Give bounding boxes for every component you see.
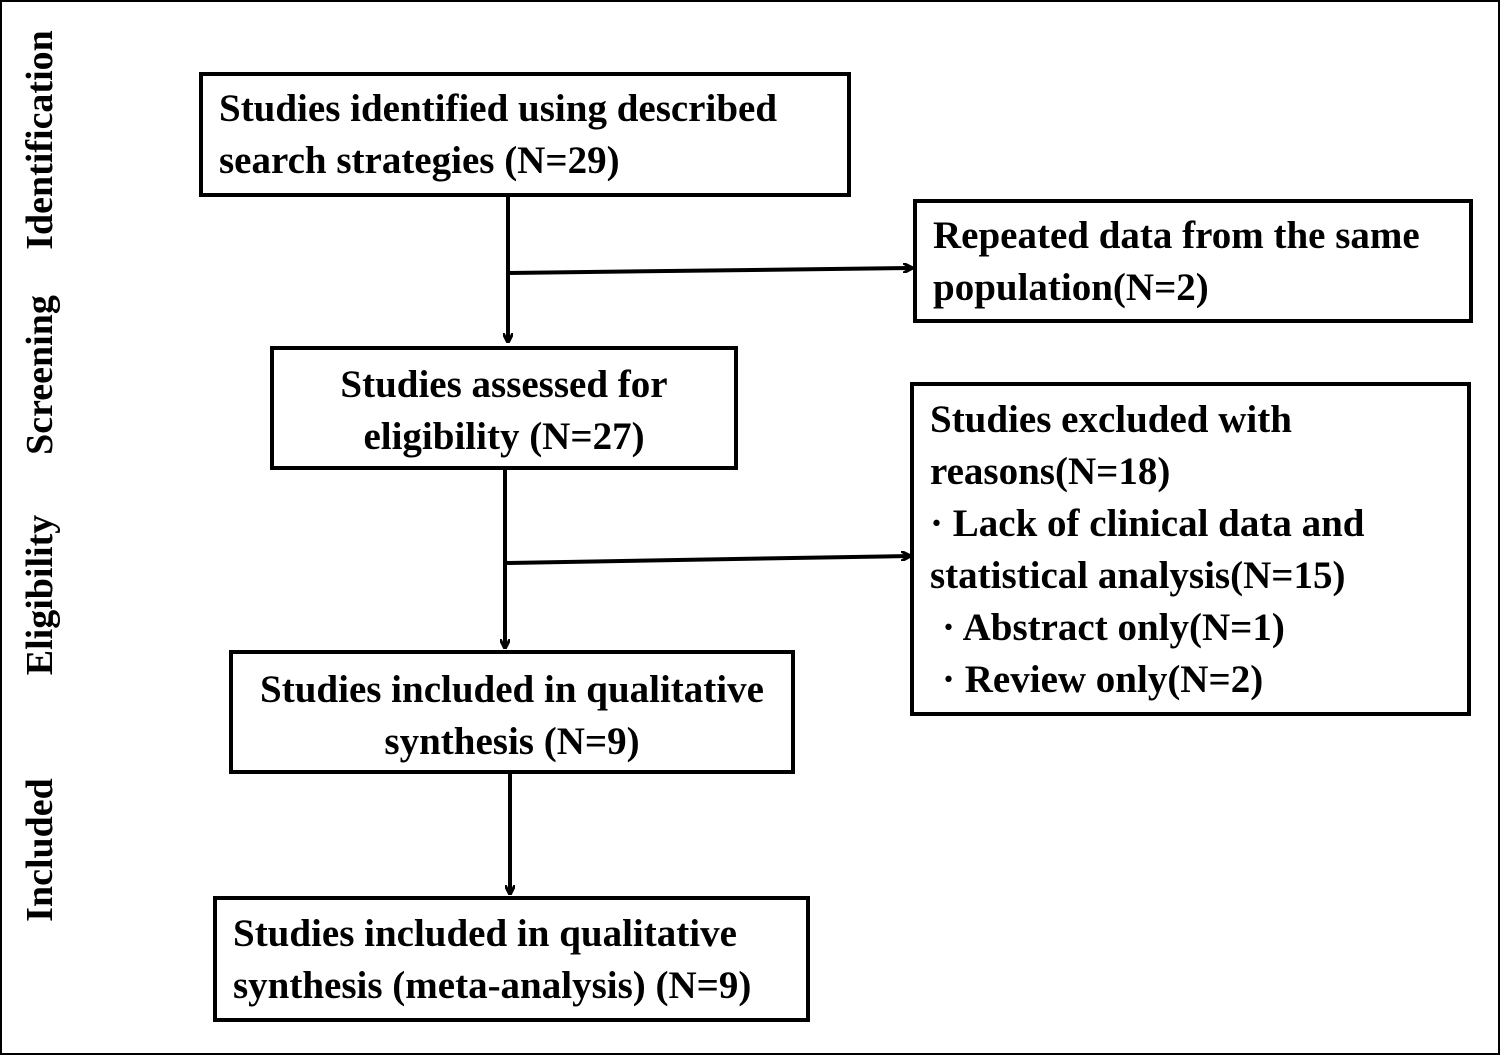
box-meta-analysis-line2: synthesis (meta-analysis) (N=9) bbox=[233, 964, 752, 1007]
box-studies-assessed: Studies assessed for eligibility (N=27) bbox=[270, 346, 738, 470]
box-studies-identified-line2: search strategies (N=29) bbox=[219, 139, 620, 182]
box-repeated-data-line1: Repeated data from the same bbox=[933, 214, 1420, 257]
box-repeated-data: Repeated data from the same population(N… bbox=[913, 199, 1473, 323]
box-qualitative-synthesis: Studies included in qualitative synthesi… bbox=[229, 650, 795, 774]
stage-label-identification: Identification bbox=[19, 30, 61, 250]
box-studies-identified: Studies identified using described searc… bbox=[199, 72, 851, 197]
box-studies-identified-line1: Studies identified using described bbox=[219, 87, 778, 130]
arrow-to-excluded bbox=[504, 556, 910, 565]
box-meta-analysis-line1: Studies included in qualitative bbox=[233, 912, 737, 955]
stage-label-included: Included bbox=[19, 778, 61, 922]
box-qualitative-synthesis-line2: synthesis (N=9) bbox=[384, 720, 640, 763]
box-qualitative-synthesis-line1: Studies included in qualitative bbox=[260, 668, 764, 711]
box-meta-analysis: Studies included in qualitative synthesi… bbox=[213, 896, 810, 1022]
box-studies-assessed-line2: eligibility (N=27) bbox=[363, 415, 645, 458]
arrow-to-repeated bbox=[507, 268, 912, 275]
box-repeated-data-line2: population(N=2) bbox=[933, 266, 1209, 309]
box-studies-excluded: Studies excluded with reasons(N=18) · La… bbox=[910, 382, 1471, 716]
box-studies-excluded-line1: Studies excluded with bbox=[930, 398, 1292, 441]
box-studies-excluded-line4: statistical analysis(N=15) bbox=[930, 554, 1346, 597]
box-studies-excluded-line3: · Lack of clinical data and bbox=[930, 502, 1365, 545]
box-studies-excluded-line5: · Abstract only(N=1) bbox=[942, 606, 1285, 649]
stage-label-screening: Screening bbox=[19, 295, 61, 455]
box-studies-excluded-line2: reasons(N=18) bbox=[930, 450, 1171, 493]
stage-label-eligibility: Eligibility bbox=[19, 514, 61, 676]
box-studies-excluded-line6: · Review only(N=2) bbox=[942, 658, 1264, 701]
box-studies-assessed-line1: Studies assessed for bbox=[340, 363, 668, 406]
